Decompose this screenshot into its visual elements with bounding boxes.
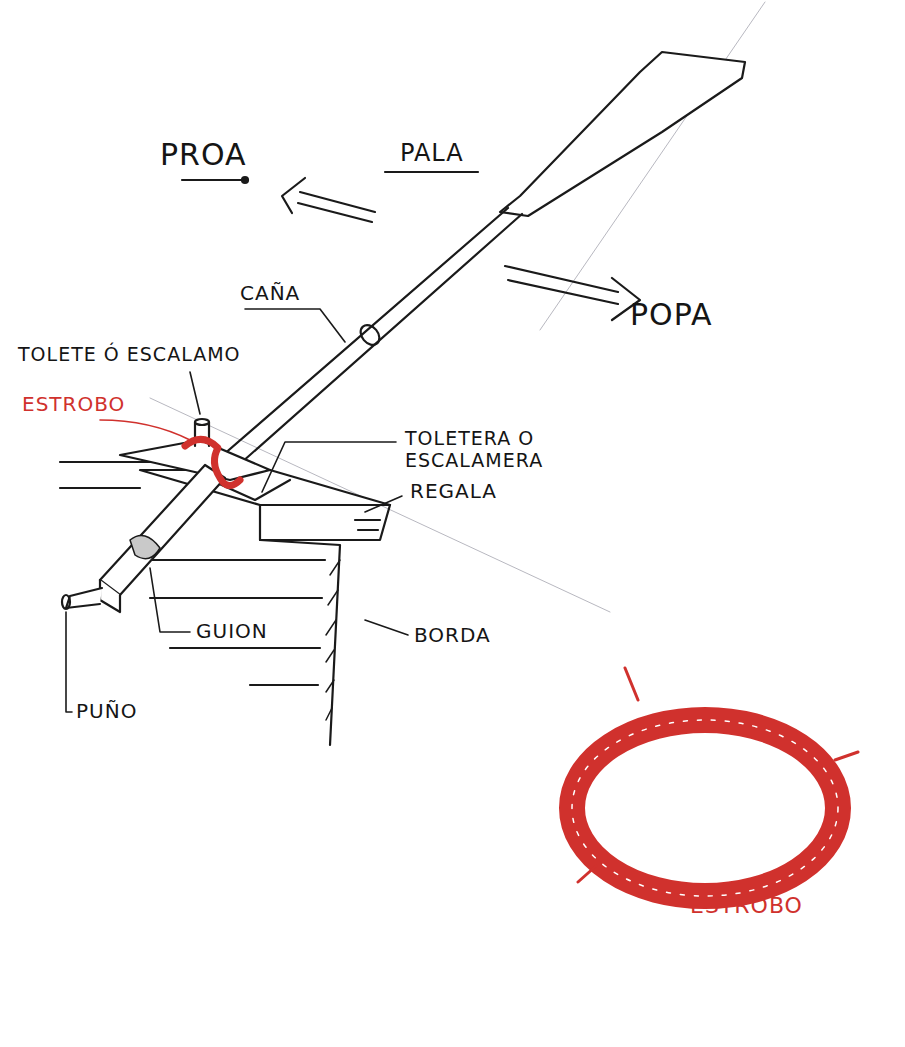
shaft-mark	[357, 321, 383, 348]
thole-pin	[195, 419, 209, 425]
part-label: REGALA	[410, 480, 497, 503]
stern-arrow	[505, 266, 640, 320]
part-label: CAÑA	[240, 282, 300, 305]
loom-section	[130, 536, 160, 559]
arrow-symbol	[505, 266, 640, 320]
leader-line	[262, 442, 396, 492]
bow-arrow	[182, 177, 375, 222]
oar-handle	[66, 588, 102, 608]
oar-handle	[62, 595, 70, 609]
plank-line	[60, 462, 150, 488]
part-label: BORDA	[414, 624, 491, 647]
leader-line	[245, 309, 345, 342]
grommet-ring	[572, 720, 838, 896]
direction-label: PROA	[160, 138, 247, 173]
leader-line	[365, 496, 402, 512]
part-label: ESTROBO	[22, 393, 125, 416]
leader-dot	[242, 177, 248, 183]
part-label: ESTROBO	[690, 893, 803, 918]
grommet-strands	[572, 720, 838, 896]
leader-line	[100, 420, 190, 440]
leader-line	[182, 179, 245, 181]
oar-loom	[100, 465, 225, 595]
arrow-symbol	[282, 178, 375, 222]
guide-line	[150, 398, 610, 612]
hull-side	[260, 540, 340, 745]
part-label: GUION	[196, 620, 268, 643]
part-label: PUÑO	[76, 700, 137, 723]
guide-lines	[150, 2, 765, 612]
part-label: TOLETE Ó ESCALAMO	[18, 344, 241, 366]
grommet-ends	[578, 668, 858, 882]
gunwale	[60, 440, 390, 745]
oar-blade	[500, 52, 745, 216]
plank-line	[150, 560, 325, 685]
part-label: PALA	[400, 140, 464, 168]
oar-loom	[100, 580, 120, 612]
leader-line	[365, 620, 408, 635]
leader-line	[66, 612, 72, 712]
direction-label: POPA	[630, 298, 712, 333]
leader-line	[190, 372, 200, 414]
grommet	[185, 439, 240, 485]
leader-line	[385, 171, 478, 173]
gunwale-detail	[355, 520, 380, 530]
leader-lines	[66, 309, 408, 712]
leader-line	[150, 568, 190, 632]
grommet-detail	[572, 668, 858, 896]
part-label: TOLETERA O ESCALAMERA	[405, 428, 585, 472]
hatching	[326, 560, 340, 720]
